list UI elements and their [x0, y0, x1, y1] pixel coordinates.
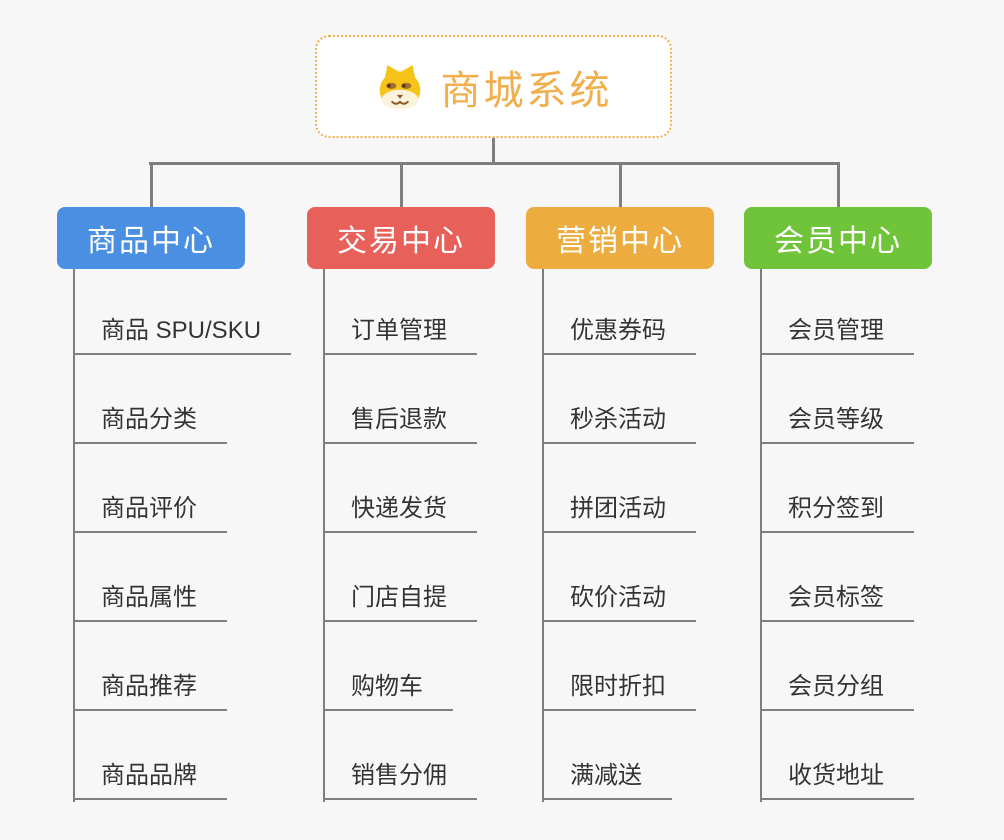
root-drop-connector [492, 138, 495, 165]
branch-drop-connector [618, 162, 622, 207]
branch-drop-connector [149, 162, 153, 207]
branch-item[interactable]: 订单管理 [323, 317, 477, 355]
branch-item[interactable]: 收货地址 [760, 762, 914, 800]
bus-connector [149, 162, 840, 165]
branch-item[interactable]: 满减送 [542, 762, 672, 800]
branch-item[interactable]: 商品 SPU/SKU [73, 317, 292, 355]
branch-drop-connector [836, 162, 840, 207]
branch-item[interactable]: 商品分类 [73, 406, 227, 444]
branch-item[interactable]: 商品属性 [73, 584, 227, 622]
branch-item[interactable]: 会员标签 [760, 584, 914, 622]
branch-item[interactable]: 销售分佣 [323, 762, 477, 800]
branch-spine-connector [323, 269, 325, 802]
branch-item[interactable]: 会员等级 [760, 406, 914, 444]
branch-spine-connector [542, 269, 544, 802]
root-topic[interactable]: 商城系统 [315, 35, 672, 138]
branch-spine-connector [73, 269, 75, 802]
branch-topic[interactable]: 会员中心 [744, 207, 932, 269]
branch-item[interactable]: 积分签到 [760, 495, 914, 533]
branch-item[interactable]: 限时折扣 [542, 673, 696, 711]
branch-item[interactable]: 商品评价 [73, 495, 227, 533]
branch-item[interactable]: 快递发货 [323, 495, 477, 533]
branch-topic[interactable]: 营销中心 [526, 207, 714, 269]
branch-item[interactable]: 会员分组 [760, 673, 914, 711]
branch-topic[interactable]: 交易中心 [307, 207, 495, 269]
branch-item[interactable]: 会员管理 [760, 317, 914, 355]
branch-item[interactable]: 优惠券码 [542, 317, 696, 355]
doge-icon [379, 64, 420, 109]
branch-item[interactable]: 商品推荐 [73, 673, 227, 711]
branch-item[interactable]: 商品品牌 [73, 762, 227, 800]
branch-drop-connector [399, 162, 403, 207]
branch-spine-connector [760, 269, 762, 802]
branch-item[interactable]: 砍价活动 [542, 584, 696, 622]
branch-item[interactable]: 门店自提 [323, 584, 477, 622]
branch-item[interactable]: 购物车 [323, 673, 453, 711]
branch-item[interactable]: 拼团活动 [542, 495, 696, 533]
root-topic-title: 商城系统 [440, 68, 613, 113]
branch-item[interactable]: 售后退款 [323, 406, 477, 444]
branch-topic[interactable]: 商品中心 [57, 207, 245, 269]
branch-item[interactable]: 秒杀活动 [542, 406, 696, 444]
